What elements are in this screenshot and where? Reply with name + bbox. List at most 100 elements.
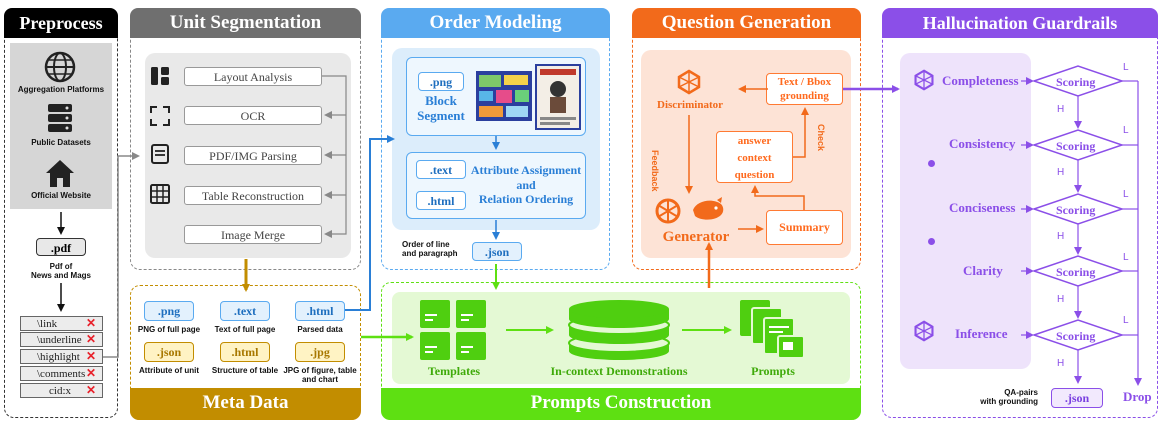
meta-html-tag: .html bbox=[295, 301, 345, 321]
source-official-website: Official Website bbox=[31, 191, 91, 200]
unit-segmentation-header: Unit Segmentation bbox=[130, 8, 361, 38]
criterion-consistency: Consistency bbox=[949, 136, 1016, 151]
cross-icon: ✕ bbox=[85, 332, 96, 346]
source-aggregation: Aggregation Platforms bbox=[17, 85, 105, 94]
scoring-label-3: Scoring bbox=[1056, 203, 1096, 217]
meta-jpg-tag: .jpg bbox=[295, 342, 345, 362]
qa-caption-2: with grounding bbox=[980, 397, 1038, 406]
cross-icon: ✕ bbox=[85, 383, 96, 397]
prompts-label: Prompts bbox=[751, 364, 795, 378]
attr-text-tag: .text bbox=[416, 160, 466, 179]
summary-box: Summary bbox=[766, 210, 843, 245]
cross-icon: ✕ bbox=[85, 366, 96, 380]
step-table-reconstruction: Table Reconstruction bbox=[184, 186, 322, 205]
openai-logo-icon bbox=[914, 320, 934, 342]
high-label-1: H bbox=[1057, 104, 1065, 115]
filter-highlight: \highlight✕ bbox=[20, 349, 103, 364]
attr-label-1: Attribute Assignment bbox=[470, 163, 582, 177]
order-caption-1: Order of line bbox=[402, 240, 450, 249]
drop-label: Drop bbox=[1123, 389, 1152, 404]
generator-logo-icon bbox=[655, 198, 681, 224]
database-icon bbox=[48, 104, 72, 132]
criteria-column bbox=[900, 53, 1031, 369]
pdf-tag: .pdf bbox=[36, 238, 86, 256]
discriminator-label: Discriminator bbox=[657, 99, 723, 111]
text-bbox-line2: grounding bbox=[780, 90, 829, 102]
openai-logo-icon bbox=[914, 69, 934, 91]
answer-context-question-box: answer context question bbox=[716, 131, 793, 183]
prompts-construction-footer bbox=[381, 388, 861, 420]
step-layout-analysis: Layout Analysis bbox=[184, 67, 322, 86]
cross-icon: ✕ bbox=[85, 349, 96, 363]
scoring-diamonds bbox=[1031, 65, 1125, 351]
step-pdf-img-parsing: PDF/IMG Parsing bbox=[184, 146, 322, 165]
final-json-tag: .json bbox=[1051, 388, 1103, 408]
home-icon bbox=[46, 160, 74, 187]
layout-icon bbox=[151, 67, 169, 85]
filter-link: \link✕ bbox=[20, 316, 103, 331]
order-json-tag: .json bbox=[472, 242, 522, 261]
high-label-2: H bbox=[1057, 167, 1065, 178]
high-label-4: H bbox=[1057, 294, 1065, 305]
bullet-dot bbox=[928, 238, 935, 245]
attr-label-3: Relation Ordering bbox=[478, 192, 574, 206]
whale-logo-icon bbox=[693, 197, 724, 220]
cross-icon: ✕ bbox=[85, 316, 96, 330]
globe-icon bbox=[44, 51, 76, 83]
low-label-1: L bbox=[1123, 62, 1129, 73]
templates-label: Templates bbox=[427, 364, 481, 378]
meta-text-tag: .text bbox=[220, 301, 270, 321]
step-ocr: OCR bbox=[184, 106, 322, 125]
block-png-tag: .png bbox=[418, 72, 464, 91]
meta-jpg-caption: JPG of figure, table and chart bbox=[283, 366, 357, 384]
meta-json-tag: .json bbox=[144, 342, 194, 362]
meta-data-title: Meta Data bbox=[202, 392, 289, 413]
meta-png-caption: PNG of full page bbox=[137, 325, 201, 334]
low-label-4: L bbox=[1123, 252, 1129, 263]
scoring-label-2: Scoring bbox=[1056, 139, 1096, 153]
acq-question: question bbox=[734, 169, 775, 181]
filter-comments: \comments✕ bbox=[20, 366, 103, 381]
meta-html2-caption: Structure of table bbox=[211, 366, 279, 375]
text-bbox-line1: Text / Bbox bbox=[777, 76, 832, 88]
ocr-scan-icon bbox=[150, 106, 170, 126]
criterion-inference: Inference bbox=[955, 326, 1008, 341]
attr-html-tag: .html bbox=[416, 191, 466, 210]
table-icon bbox=[150, 184, 170, 204]
low-label-5: L bbox=[1123, 315, 1129, 326]
acq-answer: answer bbox=[737, 135, 772, 147]
order-modeling-header: Order Modeling bbox=[381, 8, 610, 38]
scoring-label-1: Scoring bbox=[1056, 75, 1096, 89]
discriminator-logo-icon bbox=[677, 69, 701, 95]
criterion-clarity: Clarity bbox=[963, 263, 1003, 278]
meta-png-tag: .png bbox=[144, 301, 194, 321]
bullet-dot bbox=[928, 160, 935, 167]
pdf-caption-line1: Pdf of bbox=[49, 262, 73, 271]
generator-label: Generator bbox=[662, 229, 730, 245]
source-public-datasets: Public Datasets bbox=[31, 138, 91, 147]
acq-context: context bbox=[737, 152, 772, 164]
meta-html2-tag: .html bbox=[220, 342, 270, 362]
prompts-construction-title: Prompts Construction bbox=[530, 392, 712, 413]
criterion-conciseness: Conciseness bbox=[949, 200, 1016, 215]
summary-label: Summary bbox=[779, 220, 830, 234]
order-caption-2: and paragraph bbox=[402, 249, 458, 258]
demonstrations-stack-icon bbox=[568, 300, 670, 360]
block-segment-label-2: Segment bbox=[417, 108, 465, 123]
high-label-3: H bbox=[1057, 231, 1065, 242]
text-bbox-box: Text / Bbox grounding bbox=[766, 73, 843, 105]
document-icon bbox=[151, 144, 169, 164]
templates-icon bbox=[420, 300, 486, 360]
step-image-merge: Image Merge bbox=[184, 225, 322, 244]
attr-label-2: and bbox=[516, 178, 536, 192]
meta-json-caption: Attribute of unit bbox=[139, 366, 199, 375]
hallucination-header: Hallucination Guardrails bbox=[882, 8, 1158, 38]
prompts-docs-icon bbox=[740, 300, 805, 359]
meta-html-caption: Parsed data bbox=[297, 325, 343, 334]
high-label-5: H bbox=[1057, 358, 1065, 369]
demonstrations-label: In-context Demonstrations bbox=[550, 364, 688, 378]
page-thumbnail-image bbox=[476, 64, 581, 130]
block-segment-label-1: Block bbox=[425, 93, 457, 108]
criterion-completeness: Completeness bbox=[942, 73, 1019, 88]
